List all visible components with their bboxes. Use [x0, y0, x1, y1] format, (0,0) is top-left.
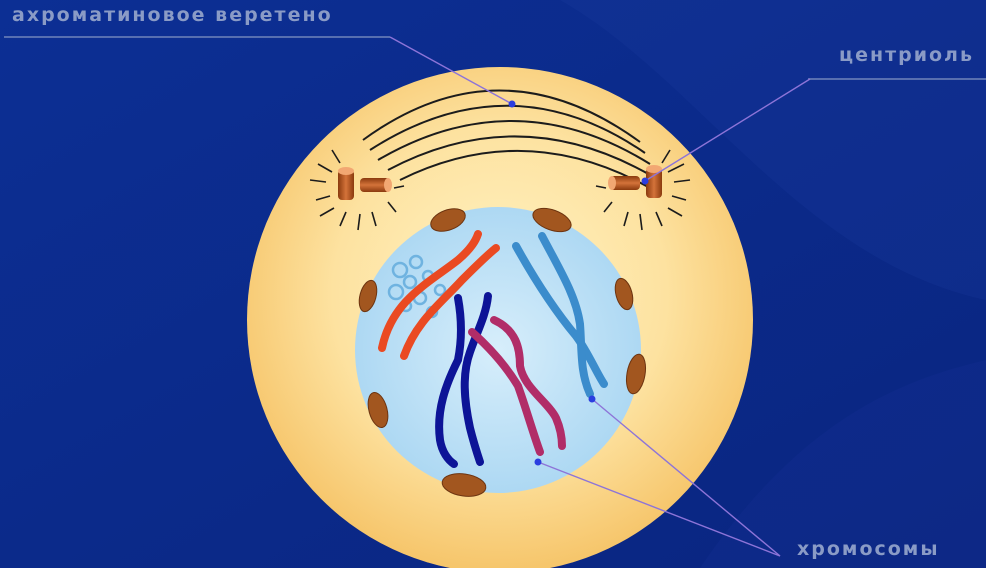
label-chromosomes: хромосомы [797, 538, 940, 560]
label-centriole: центриоль [839, 44, 974, 66]
label-achromatin-spindle: ахроматиновое веретено [12, 4, 333, 26]
